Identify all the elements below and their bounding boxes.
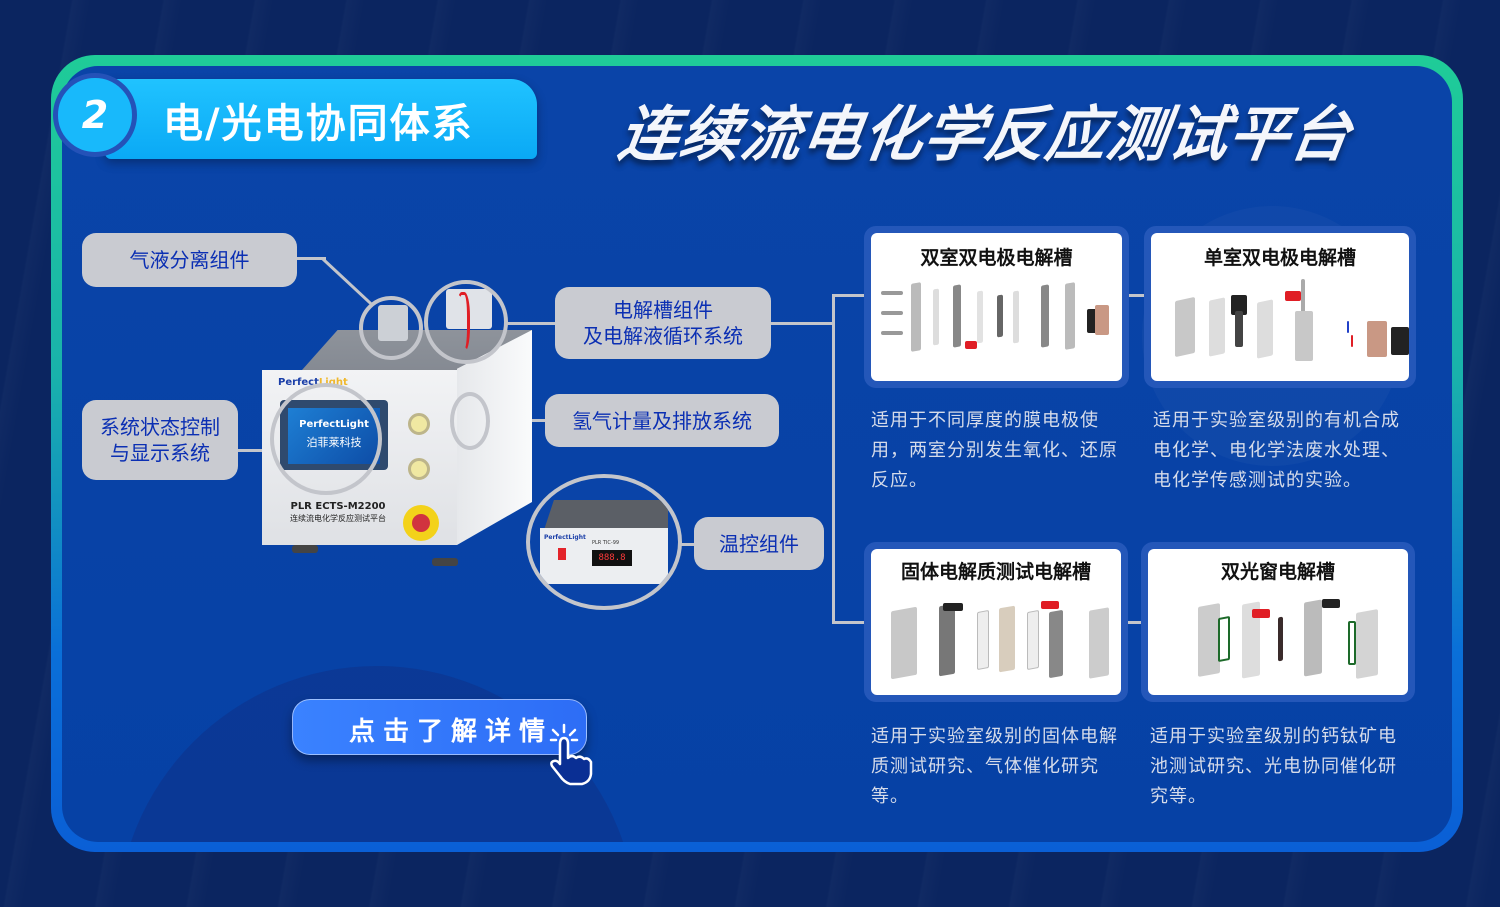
temperature-display: 888.8 — [592, 550, 632, 566]
desc-line: 电化学、电化学法废水处理、 — [1153, 440, 1400, 461]
learn-more-button[interactable]: 点击了解详情 — [292, 699, 587, 755]
callout-label: 温控组件 — [719, 531, 799, 556]
callout-label: 电解槽组件 — [613, 298, 713, 322]
callout-gas-liquid-separator: 气液分离组件 — [82, 233, 297, 287]
desc-line: 适用于实验室级别的固体电解 — [871, 726, 1118, 747]
desc-line: 等。 — [871, 786, 909, 807]
connector-line — [296, 257, 326, 260]
section-label: 电/光电协同体系 — [163, 101, 474, 147]
highlight-ring — [450, 392, 490, 450]
learn-more-label: 点击了解详情 — [349, 717, 554, 747]
callout-electrolyzer: 电解槽组件 及电解液循环系统 — [555, 287, 771, 359]
model-name: 连续流电化学反应测试平台 — [290, 514, 386, 523]
callout-label: 与显示系统 — [110, 441, 210, 465]
temperature-controller-image: PerfectLight PLR TIC-99 888.8 — [526, 474, 682, 610]
brand-accent: Light — [318, 377, 348, 388]
callout-label: 气液分离组件 — [129, 248, 250, 272]
flow-knob — [408, 458, 430, 480]
device-foot — [292, 545, 318, 553]
connector-line — [236, 449, 276, 452]
power-switch — [558, 548, 566, 560]
controller-brand: PerfectLight — [544, 534, 586, 541]
connector-line — [505, 322, 557, 325]
highlight-ring — [424, 280, 508, 364]
highlight-ring — [359, 296, 423, 360]
callout-hydrogen: 氢气计量及排放系统 — [545, 394, 779, 447]
callout-label: 及电解液循环系统 — [583, 324, 743, 348]
desc-line: 反应。 — [871, 470, 928, 491]
section-number-badge: 2 — [53, 73, 137, 157]
cell-card-solid-electrolyte: 固体电解质测试电解槽 — [864, 542, 1128, 702]
connector-line — [1128, 294, 1146, 297]
device-brand: PerfectLight — [278, 377, 348, 388]
desc-line: 质测试研究、气体催化研究 — [871, 756, 1099, 777]
device-model: PLR ECTS-M2200 连续流电化学反应测试平台 — [268, 501, 408, 525]
cell-card-dual-chamber: 双室双电极电解槽 — [864, 226, 1129, 388]
cell-description: 适用于实验室级别的钙钛矿电 池测试研究、光电协同催化研 究等。 — [1150, 722, 1397, 812]
cell-card-dual-window: 双光窗电解槽 — [1141, 542, 1415, 702]
desc-line: 适用于不同厚度的膜电极使 — [871, 410, 1099, 431]
desc-line: 电化学传感测试的实验。 — [1153, 470, 1362, 491]
connector-line — [770, 322, 834, 325]
page-title: 连续流电化学反应测试平台 — [614, 100, 1357, 170]
emergency-stop-button — [403, 505, 439, 541]
callout-temperature: 温控组件 — [694, 517, 824, 570]
cell-card-single-chamber: 单室双电极电解槽 — [1144, 226, 1416, 388]
connector-line — [1128, 621, 1142, 624]
flow-knob — [408, 413, 430, 435]
callout-status-control: 系统状态控制 与显示系统 — [82, 400, 238, 480]
desc-line: 池测试研究、光电协同催化研 — [1150, 756, 1397, 777]
cell-title: 双室双电极电解槽 — [920, 247, 1073, 269]
cell-description: 适用于不同厚度的膜电极使 用，两室分别发生氧化、还原 反应。 — [871, 406, 1118, 496]
exploded-view-image — [1158, 597, 1398, 687]
cell-title: 固体电解质测试电解槽 — [900, 561, 1091, 583]
desc-line: 适用于实验室级别的钙钛矿电 — [1150, 726, 1397, 747]
connector-line — [832, 621, 866, 624]
pointer-hand-icon — [549, 723, 593, 786]
connector-line — [680, 543, 696, 546]
cell-description: 适用于实验室级别的有机合成 电化学、电化学法废水处理、 电化学传感测试的实验。 — [1153, 406, 1400, 496]
highlight-ring — [270, 383, 382, 495]
exploded-view-image — [881, 281, 1112, 373]
cell-title: 单室双电极电解槽 — [1203, 247, 1356, 269]
connector-line — [832, 294, 866, 297]
controller-top — [544, 500, 668, 530]
connector-line — [832, 294, 835, 624]
brand-main: Perfect — [278, 377, 319, 388]
desc-line: 适用于实验室级别的有机合成 — [1153, 410, 1400, 431]
cell-description: 适用于实验室级别的固体电解 质测试研究、气体催化研究 等。 — [871, 722, 1118, 812]
desc-line: 究等。 — [1150, 786, 1207, 807]
callout-label: 系统状态控制 — [100, 415, 220, 439]
exploded-view-image — [881, 597, 1111, 687]
exploded-view-image — [1161, 279, 1409, 373]
callout-label: 氢气计量及排放系统 — [572, 408, 752, 433]
cell-title: 双光窗电解槽 — [1220, 561, 1335, 583]
desc-line: 用，两室分别发生氧化、还原 — [871, 440, 1118, 461]
section-tab: 电/光电协同体系 — [105, 79, 537, 159]
device-foot — [432, 558, 458, 566]
model-number: PLR ECTS-M2200 — [290, 501, 386, 512]
controller-model: PLR TIC-99 — [592, 540, 620, 546]
